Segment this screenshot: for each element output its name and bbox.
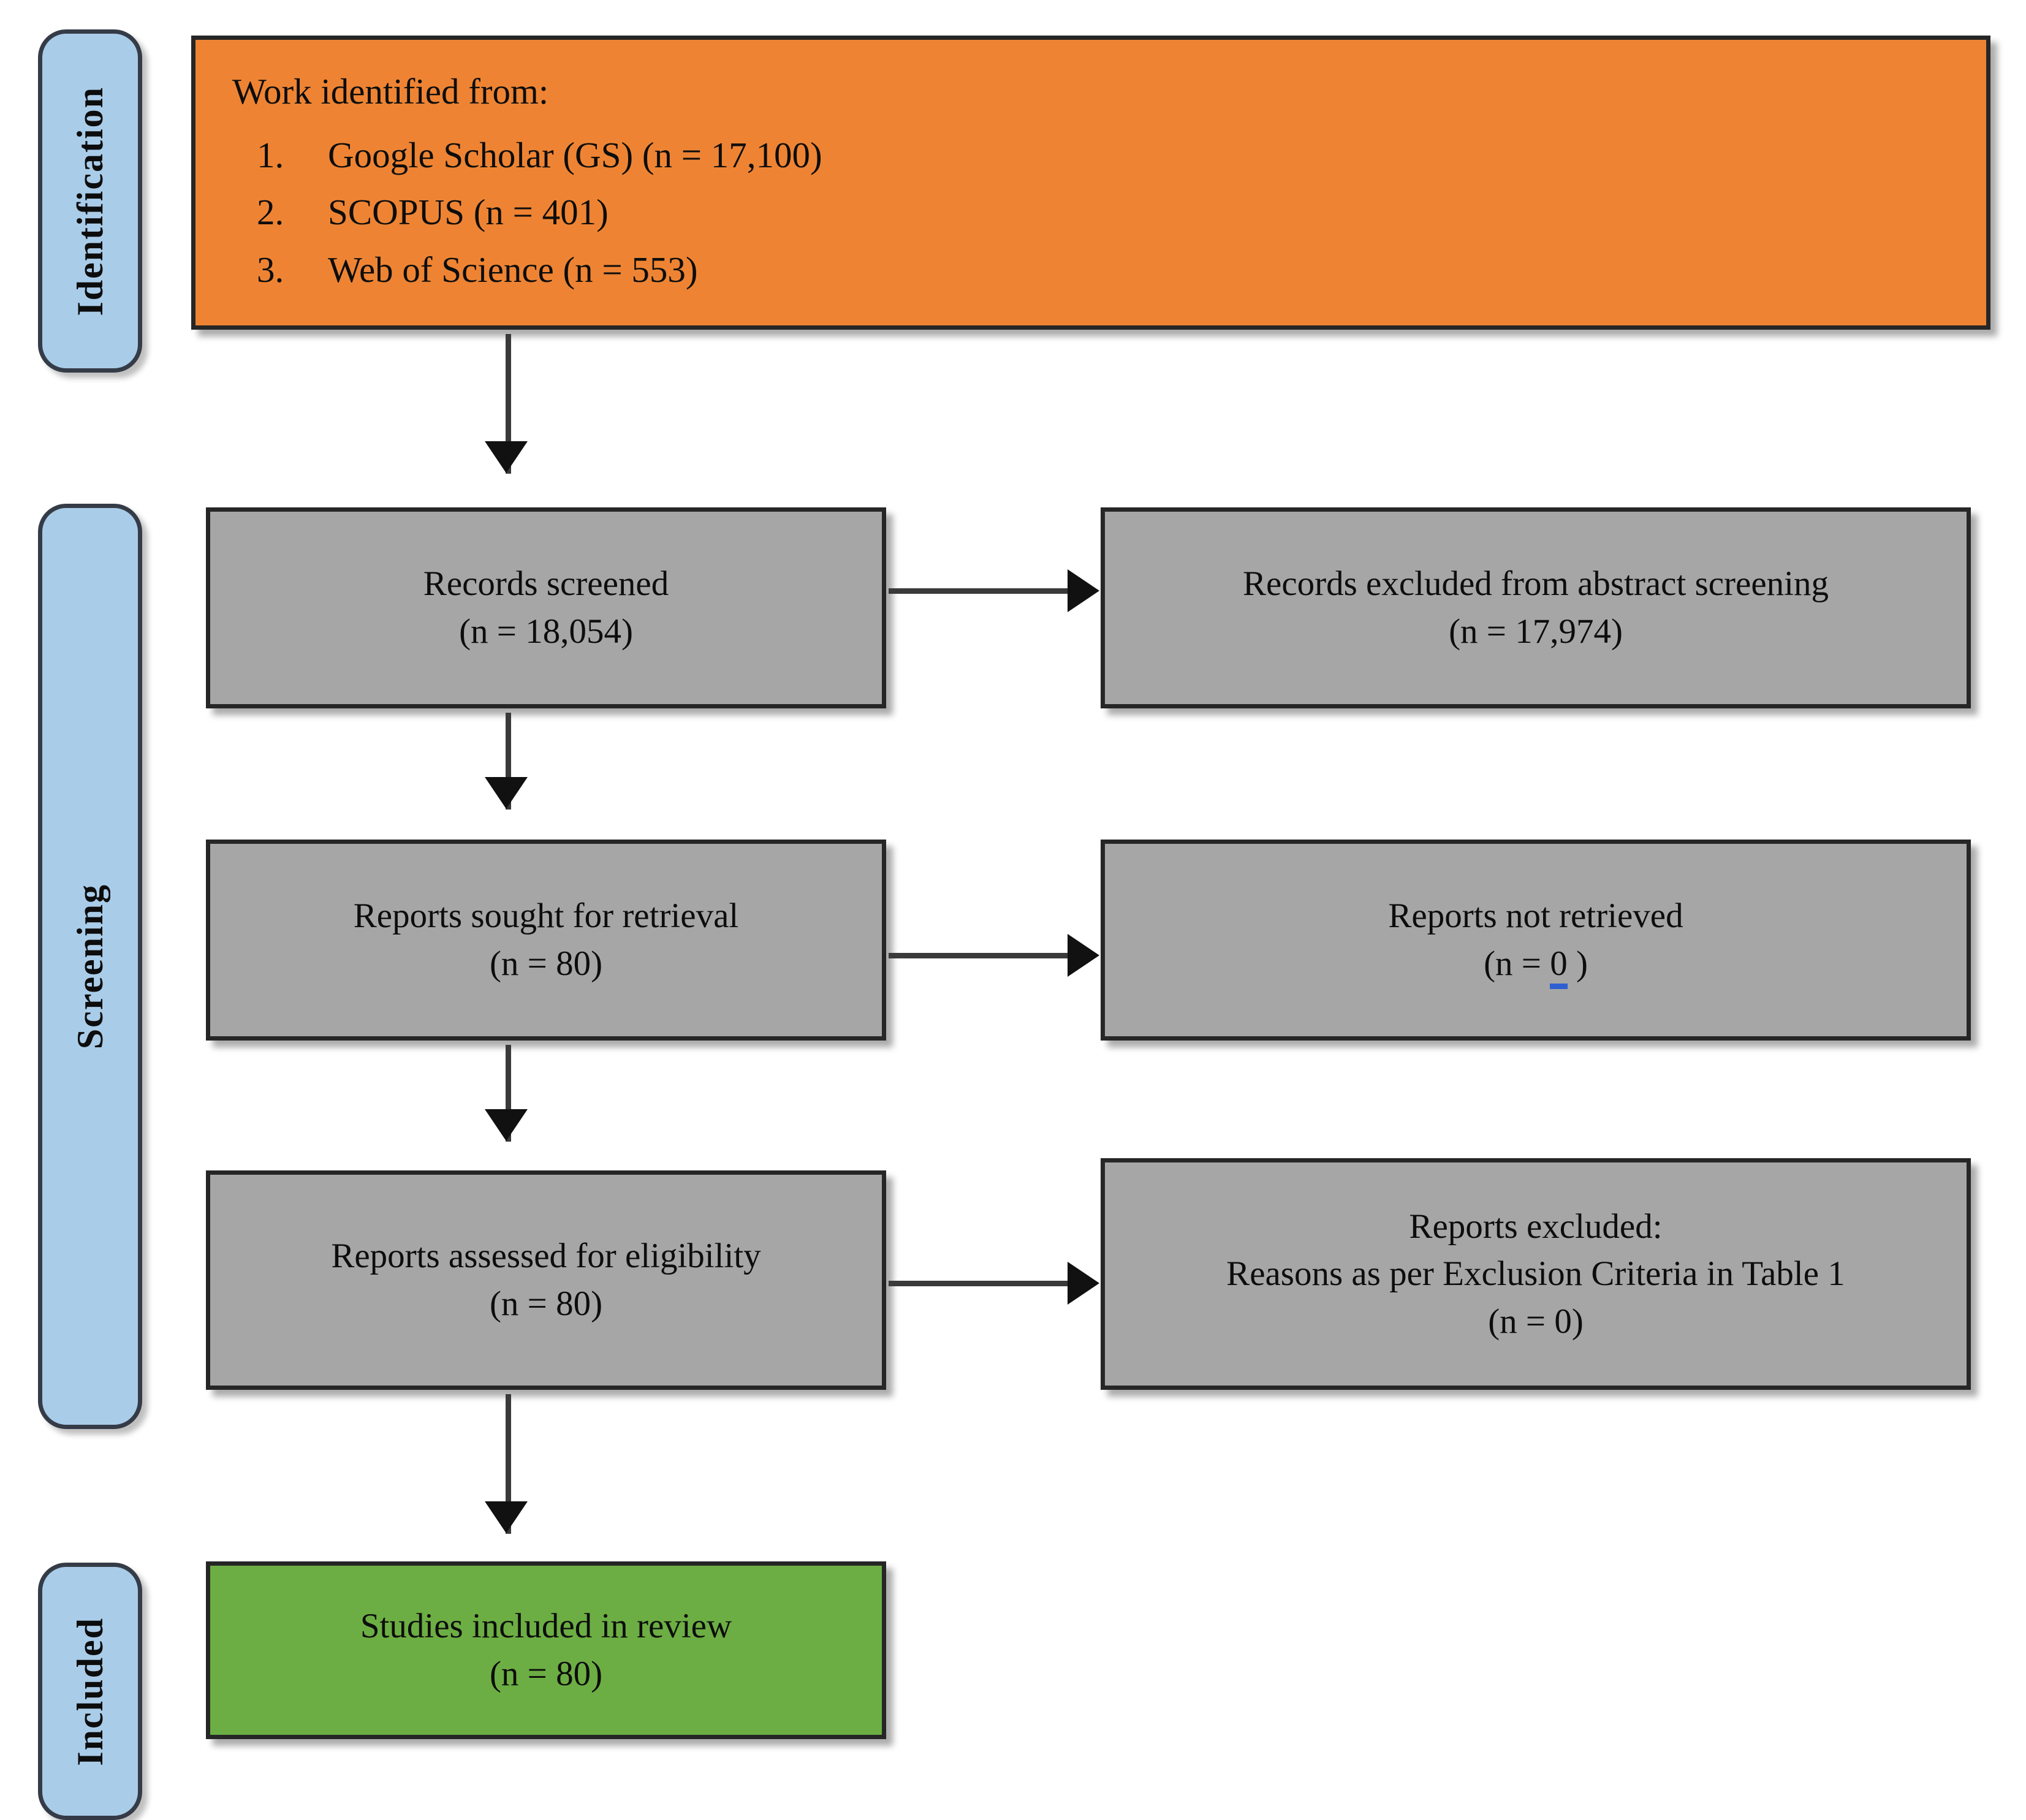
arrow-down-icon xyxy=(485,441,528,473)
list-item-label: Google Scholar (GS) (n = 17,100) xyxy=(328,135,822,176)
arrow-down-icon xyxy=(485,1109,528,1141)
spellcheck-underlined-value: 0 xyxy=(1550,944,1568,989)
reports-excluded-count: (n = 0) xyxy=(1488,1302,1584,1341)
box-records-screened: Records screened (n = 18,054) xyxy=(206,507,886,708)
studies-included-count: (n = 80) xyxy=(489,1655,603,1693)
reports-sought-label: Reports sought for retrieval xyxy=(353,897,739,936)
list-item: 2. SCOPUS (n = 401) xyxy=(257,184,822,241)
connector-assessed-to-included xyxy=(506,1394,511,1534)
stage-label-screening-text: Screening xyxy=(69,883,110,1050)
list-item-label: SCOPUS (n = 401) xyxy=(328,192,609,233)
records-screened-label: Records screened xyxy=(423,564,669,604)
work-identified-source-list: 1. Google Scholar (GS) (n = 17,100) 2. S… xyxy=(195,127,822,298)
stage-label-identification: Identification xyxy=(38,29,142,373)
count-suffix: ) xyxy=(1567,944,1588,983)
connector-assessed-to-excluded xyxy=(889,1281,1072,1286)
count-prefix: (n = xyxy=(1484,944,1550,983)
stage-label-included: Included xyxy=(38,1563,142,1820)
reports-excluded-reasons: Reasons as per Exclusion Criteria in Tab… xyxy=(1226,1254,1845,1294)
box-records-excluded: Records excluded from abstract screening… xyxy=(1101,507,1971,708)
connector-screened-to-excluded xyxy=(889,588,1072,594)
stage-label-identification-text: Identification xyxy=(69,86,110,316)
list-item: 3. Web of Science (n = 553) xyxy=(257,241,822,298)
box-work-identified: Work identified from: 1. Google Scholar … xyxy=(191,36,1990,330)
box-reports-not-retrieved: Reports not retrieved (n = 0 ) xyxy=(1101,840,1971,1041)
records-excluded-count: (n = 17,974) xyxy=(1449,612,1623,651)
arrow-down-icon xyxy=(485,777,528,809)
stage-label-screening: Screening xyxy=(38,504,142,1429)
reports-excluded-heading: Reports excluded: xyxy=(1409,1207,1663,1246)
list-item: 1. Google Scholar (GS) (n = 17,100) xyxy=(257,127,822,184)
arrow-right-icon xyxy=(1068,934,1099,977)
arrow-down-icon xyxy=(485,1501,528,1533)
arrow-right-icon xyxy=(1068,569,1099,612)
work-identified-heading: Work identified from: xyxy=(232,71,549,112)
list-item-number: 2. xyxy=(257,192,284,233)
studies-included-label: Studies included in review xyxy=(360,1607,732,1646)
records-screened-count: (n = 18,054) xyxy=(459,612,633,651)
list-item-number: 1. xyxy=(257,135,284,176)
connector-sought-to-assessed xyxy=(506,1045,511,1142)
reports-assessed-label: Reports assessed for eligibility xyxy=(331,1237,761,1276)
box-reports-assessed-for-eligibility: Reports assessed for eligibility (n = 80… xyxy=(206,1170,886,1390)
records-excluded-label: Records excluded from abstract screening xyxy=(1243,564,1829,604)
box-reports-excluded: Reports excluded: Reasons as per Exclusi… xyxy=(1101,1158,1971,1390)
connector-sought-to-not-retrieved xyxy=(889,953,1072,958)
reports-not-retrieved-count: (n = 0 ) xyxy=(1484,940,1588,989)
connector-screened-to-sought xyxy=(506,713,511,810)
list-item-number: 3. xyxy=(257,249,284,290)
reports-not-retrieved-label: Reports not retrieved xyxy=(1388,897,1683,936)
list-item-label: Web of Science (n = 553) xyxy=(328,249,698,290)
reports-assessed-count: (n = 80) xyxy=(489,1284,603,1323)
reports-sought-count: (n = 80) xyxy=(489,944,603,983)
box-studies-included-in-review: Studies included in review (n = 80) xyxy=(206,1561,886,1739)
connector-identified-to-screened xyxy=(506,334,511,474)
box-reports-sought-for-retrieval: Reports sought for retrieval (n = 80) xyxy=(206,840,886,1041)
stage-label-included-text: Included xyxy=(69,1617,110,1766)
arrow-right-icon xyxy=(1068,1262,1099,1305)
